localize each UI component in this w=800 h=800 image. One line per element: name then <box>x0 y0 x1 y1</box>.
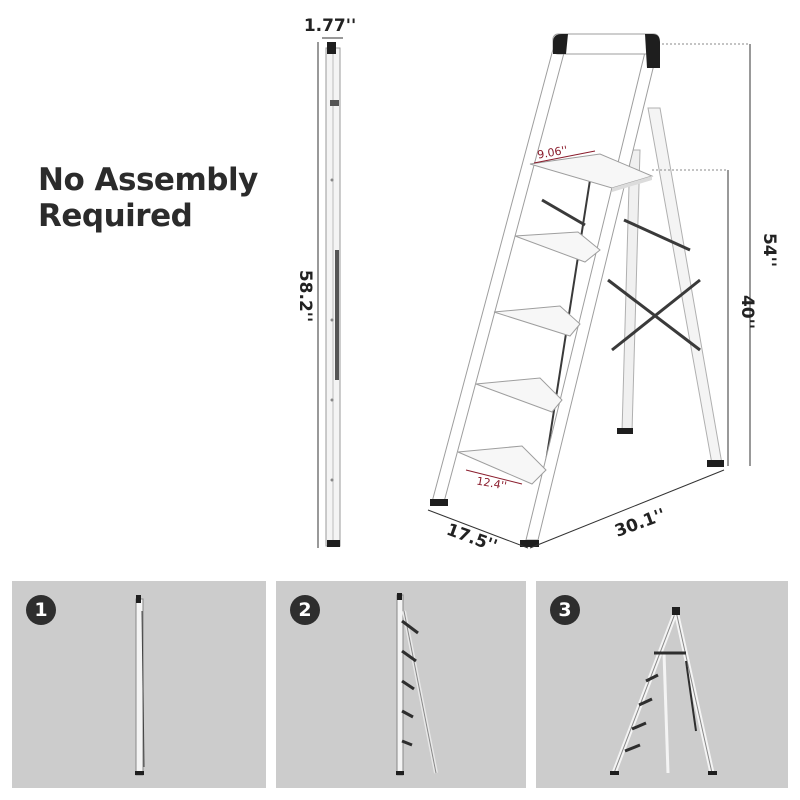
base-depth-label: 30.1'' <box>612 505 668 542</box>
step-panel-2: 2 <box>276 581 526 788</box>
headline-line-2: Required <box>38 198 193 234</box>
total-height-label: 54'' <box>759 233 779 267</box>
headline-line-1: No Assembly <box>38 162 258 198</box>
folded-ladder-step-illustration <box>135 595 145 776</box>
base-depth-dimension-line <box>529 469 725 549</box>
platform-height-label: 40'' <box>737 295 757 329</box>
bottom-step-width-label: 12.4'' <box>475 474 507 492</box>
open-ladder-illustration <box>430 33 724 547</box>
step-number-badge: 1 <box>26 595 56 625</box>
top-step-width-label: 9.06'' <box>536 143 568 161</box>
ladder-diagram: 1.77'' 58.2'' 9.06'' 12.4'' <box>295 16 779 557</box>
step-number-badge: 2 <box>290 595 320 625</box>
headline: No Assembly Required <box>38 162 258 234</box>
folded-depth-label: 1.77'' <box>304 16 356 36</box>
folded-ladder-illustration <box>325 42 341 547</box>
open-ladder-step-illustration <box>610 607 717 775</box>
base-width-label: 17.5'' <box>444 520 500 557</box>
step-panel-1: 1 <box>12 581 266 788</box>
folded-height-label: 58.2'' <box>295 270 315 322</box>
partially-open-ladder-step-illustration <box>396 593 438 776</box>
step-number-badge: 3 <box>550 595 580 625</box>
base-width-dimension-line <box>427 509 529 549</box>
step-panel-3: 3 <box>536 581 788 788</box>
